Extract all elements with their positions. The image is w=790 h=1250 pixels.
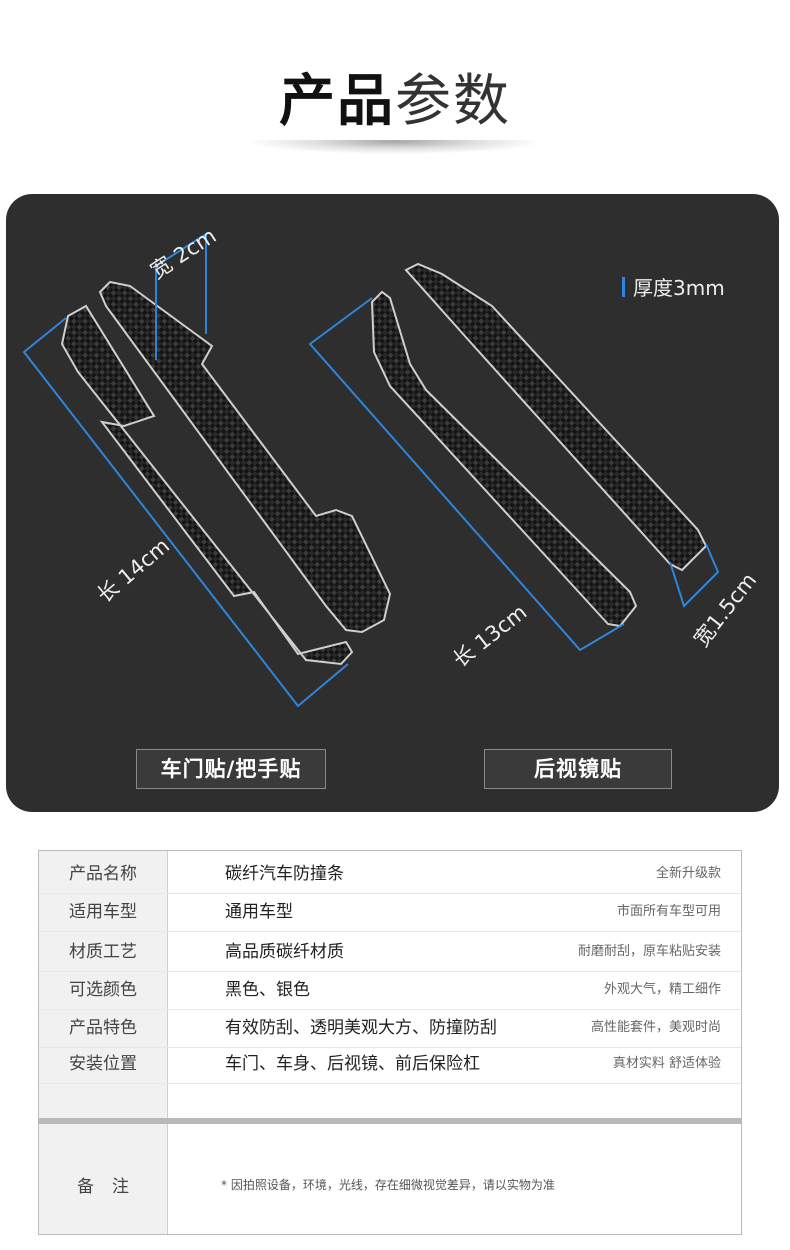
- thickness-label: 厚度3mm: [622, 272, 725, 301]
- spec-value: 高品质碳纤材质: [225, 942, 344, 962]
- spec-note: 外观大气，精工细作: [603, 982, 721, 997]
- product-panel: 宽 2cm 长 14cm 长 13cm 宽1.5cm 厚度3mm 车门贴/把手贴…: [6, 194, 779, 812]
- door-strip-left: [60, 304, 354, 666]
- spec-note: 真材实料 舒适体验: [612, 1056, 721, 1071]
- title-light: 参数: [395, 69, 511, 134]
- spec-value: 碳纤汽车防撞条: [225, 864, 344, 884]
- spec-label: 安装位置: [69, 1054, 137, 1074]
- remark-text: * 因拍照设备，环境，光线，存在细微视觉差异，请以实物为准: [221, 1178, 555, 1192]
- spec-note: 耐磨耐刮，原车粘贴安装: [577, 944, 721, 959]
- spec-value: 车门、车身、后视镜、前后保险杠: [225, 1054, 480, 1074]
- spec-note: 全新升级款: [655, 866, 721, 881]
- mirror-strip-left: [370, 290, 638, 628]
- spec-label: 材质工艺: [69, 942, 137, 962]
- title-shadow: [250, 140, 540, 154]
- dimension-lines: [22, 232, 720, 708]
- spec-row-name: 产品名称 碳纤汽车防撞条 全新升级款: [39, 855, 741, 894]
- spec-label: 适用车型: [69, 902, 137, 922]
- thickness-marker-icon: [622, 276, 625, 297]
- page-title: 产品参数: [0, 62, 790, 142]
- spec-row-position: 安装位置 车门、车身、后视镜、前后保险杠 真材实料 舒适体验: [39, 1045, 741, 1084]
- remark-section: 备注 * 因拍照设备，环境，光线，存在细微视觉差异，请以实物为准: [38, 1124, 742, 1235]
- table-divider: [38, 1118, 742, 1124]
- thickness-text: 厚度3mm: [633, 276, 725, 300]
- spec-label-column: [39, 851, 168, 1121]
- spec-label: 产品名称: [69, 864, 137, 884]
- product-illustration: [22, 232, 720, 708]
- title-bold: 产品: [279, 69, 395, 134]
- spec-row-feature: 产品特色 有效防刮、透明美观大方、防撞防刮 高性能套件，美观时尚: [39, 1009, 741, 1048]
- spec-row-color: 可选颜色 黑色、银色 外观大气，精工细作: [39, 971, 741, 1010]
- spec-label: 可选颜色: [69, 980, 137, 1000]
- spec-row-material: 材质工艺 高品质碳纤材质 耐磨耐刮，原车粘贴安装: [39, 933, 741, 972]
- spec-table: 产品名称 碳纤汽车防撞条 全新升级款 适用车型 通用车型 市面所有车型可用 材质…: [38, 850, 742, 1121]
- category-door-handle[interactable]: 车门贴/把手贴: [136, 749, 326, 789]
- spec-value: 有效防刮、透明美观大方、防撞防刮: [225, 1018, 497, 1038]
- door-strip-right: [98, 280, 392, 634]
- spec-value: 黑色、银色: [225, 980, 310, 1000]
- remark-label-column: [39, 1124, 168, 1234]
- spec-label: 产品特色: [69, 1018, 137, 1038]
- mirror-strip-right: [404, 262, 708, 572]
- category-mirror[interactable]: 后视镜贴: [484, 749, 672, 789]
- spec-row-vehicle: 适用车型 通用车型 市面所有车型可用: [39, 893, 741, 932]
- spec-note: 高性能套件，美观时尚: [590, 1020, 721, 1035]
- remark-label: 备注: [77, 1177, 147, 1197]
- spec-value: 通用车型: [225, 902, 293, 922]
- spec-note: 市面所有车型可用: [616, 904, 721, 919]
